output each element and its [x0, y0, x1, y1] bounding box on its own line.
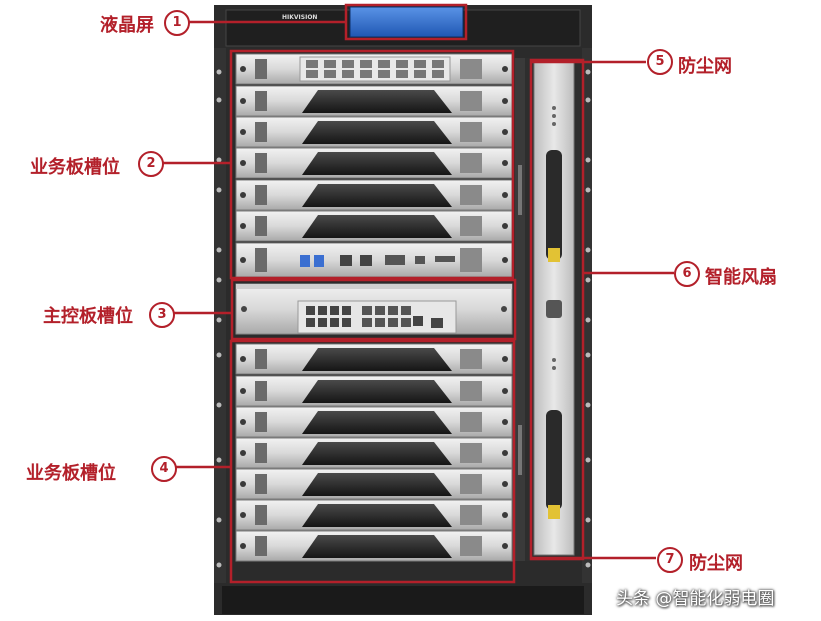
watermark: 头条 @智能化弱电圈	[616, 589, 775, 609]
callout-1-label: 液晶屏	[100, 15, 154, 36]
slot-board	[235, 116, 513, 148]
callout-3-number: 3	[149, 302, 175, 328]
callout-6-label: 智能风扇	[705, 267, 777, 288]
callout-7-number: 7	[657, 547, 683, 573]
slot-board	[235, 406, 513, 438]
slot-board	[235, 499, 513, 531]
callout-2-number: 2	[138, 151, 164, 177]
rack-ear-holes	[216, 69, 591, 568]
callout-5-number: 5	[647, 49, 673, 75]
fan-module	[525, 58, 580, 561]
slot-board	[235, 242, 513, 278]
slot-board	[235, 468, 513, 500]
callout-3-label: 主控板槽位	[43, 306, 133, 327]
highlight-service-slots-upper	[229, 49, 515, 280]
slot-board	[235, 343, 513, 375]
dust-filter-strip	[515, 58, 525, 561]
slot-board	[235, 530, 513, 562]
lcd-screen	[349, 6, 464, 38]
callout-6-number: 6	[674, 261, 700, 287]
slot-board	[235, 85, 513, 117]
left-rack-ear	[214, 48, 226, 583]
main-control-board	[235, 283, 513, 335]
slot-board	[235, 179, 513, 211]
right-rack-ear	[582, 48, 592, 583]
slot-board	[235, 437, 513, 469]
callout-4-number: 4	[151, 456, 177, 482]
slot-board	[235, 375, 513, 407]
chassis-bottom-vent	[222, 586, 584, 614]
slot-board	[235, 147, 513, 179]
callout-7-label: 防尘网	[689, 553, 743, 574]
slot-board	[235, 53, 513, 85]
callout-2-label: 业务板槽位	[30, 157, 120, 178]
callout-5-label: 防尘网	[678, 56, 732, 77]
highlight-service-slots-lower	[229, 339, 516, 584]
highlight-main-control-slot	[230, 278, 517, 341]
callout-4-label: 业务板槽位	[26, 463, 116, 484]
callout-1-number: 1	[164, 10, 190, 36]
brand-logo: HIKVISION	[282, 14, 317, 21]
slot-board	[235, 210, 513, 242]
